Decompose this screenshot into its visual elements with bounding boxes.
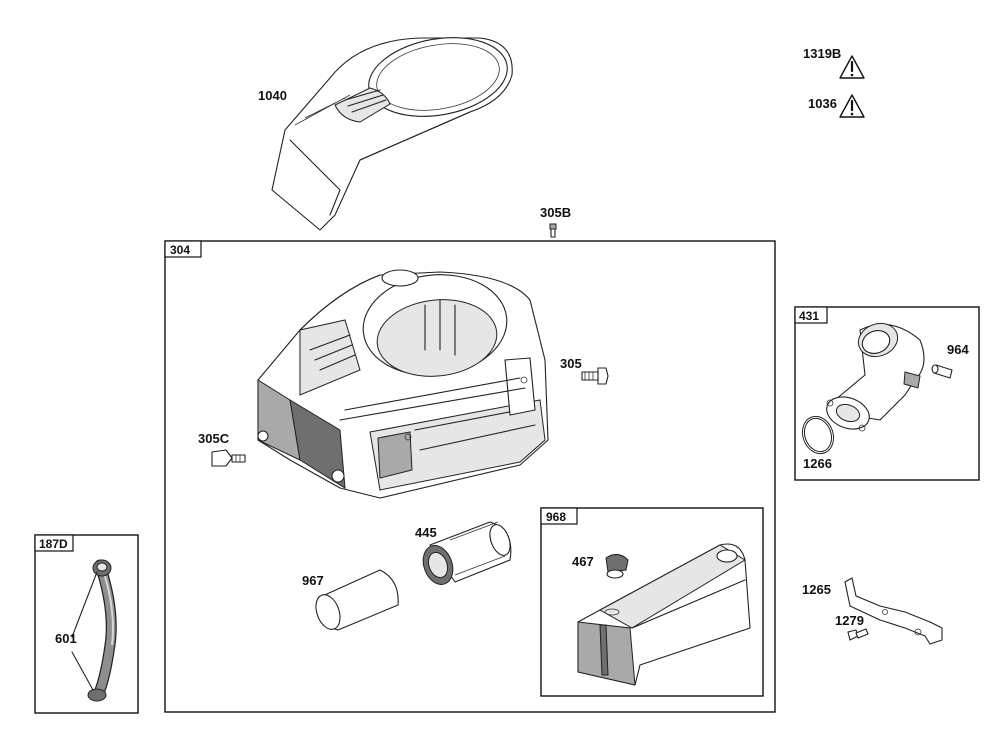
group-304-tag — [164, 240, 202, 258]
callout-601: 601 — [55, 631, 77, 646]
group-187D-frame — [34, 534, 139, 714]
part-187D-breather-tube[interactable] — [87, 559, 117, 702]
callout-1265: 1265 — [802, 582, 831, 597]
group-431-label: 431 — [799, 309, 819, 323]
callout-305: 305 — [560, 356, 582, 371]
callout-1319B: 1319B — [803, 46, 841, 61]
part-467-knob[interactable] — [605, 554, 629, 579]
callout-964: 964 — [947, 342, 969, 357]
warning-triangle-icon — [839, 55, 865, 79]
part-1266-o-ring[interactable] — [799, 413, 838, 456]
group-304-frame — [164, 240, 776, 713]
callout-1036: 1036 — [808, 96, 837, 111]
callout-467: 467 — [572, 554, 594, 569]
part-445-air-filter[interactable] — [418, 521, 514, 589]
callout-305B: 305B — [540, 205, 571, 220]
leader-lines-601 — [71, 571, 98, 691]
group-431-tag — [794, 306, 828, 324]
part-968-air-filter-cover[interactable] — [577, 543, 751, 686]
callout-1279: 1279 — [835, 613, 864, 628]
group-968-label: 968 — [546, 510, 566, 524]
group-187D-label: 187D — [39, 537, 68, 551]
part-1040-cover[interactable] — [271, 27, 514, 231]
callout-1040: 1040 — [258, 88, 287, 103]
part-1279-screw[interactable] — [847, 628, 869, 641]
part-305-bolt[interactable] — [581, 367, 609, 385]
part-431-elbow-adapter[interactable] — [822, 318, 925, 434]
group-187D-tag — [34, 534, 74, 552]
group-431-frame — [794, 306, 980, 481]
group-304-label: 304 — [170, 243, 190, 257]
part-305C-bolt[interactable] — [211, 449, 246, 467]
callout-967: 967 — [302, 573, 324, 588]
group-968-frame — [540, 507, 764, 697]
part-964-pin[interactable] — [931, 364, 953, 379]
part-967-pre-cleaner[interactable] — [312, 569, 399, 633]
callout-305C: 305C — [198, 431, 230, 446]
part-1265-bracket[interactable] — [844, 577, 943, 645]
part-304-blower-housing[interactable] — [257, 268, 549, 499]
warning-triangle-icon — [839, 94, 865, 118]
group-968-tag — [540, 507, 578, 525]
callout-445: 445 — [415, 525, 437, 540]
part-305B-screw[interactable] — [549, 223, 557, 238]
callout-1266: 1266 — [803, 456, 832, 471]
